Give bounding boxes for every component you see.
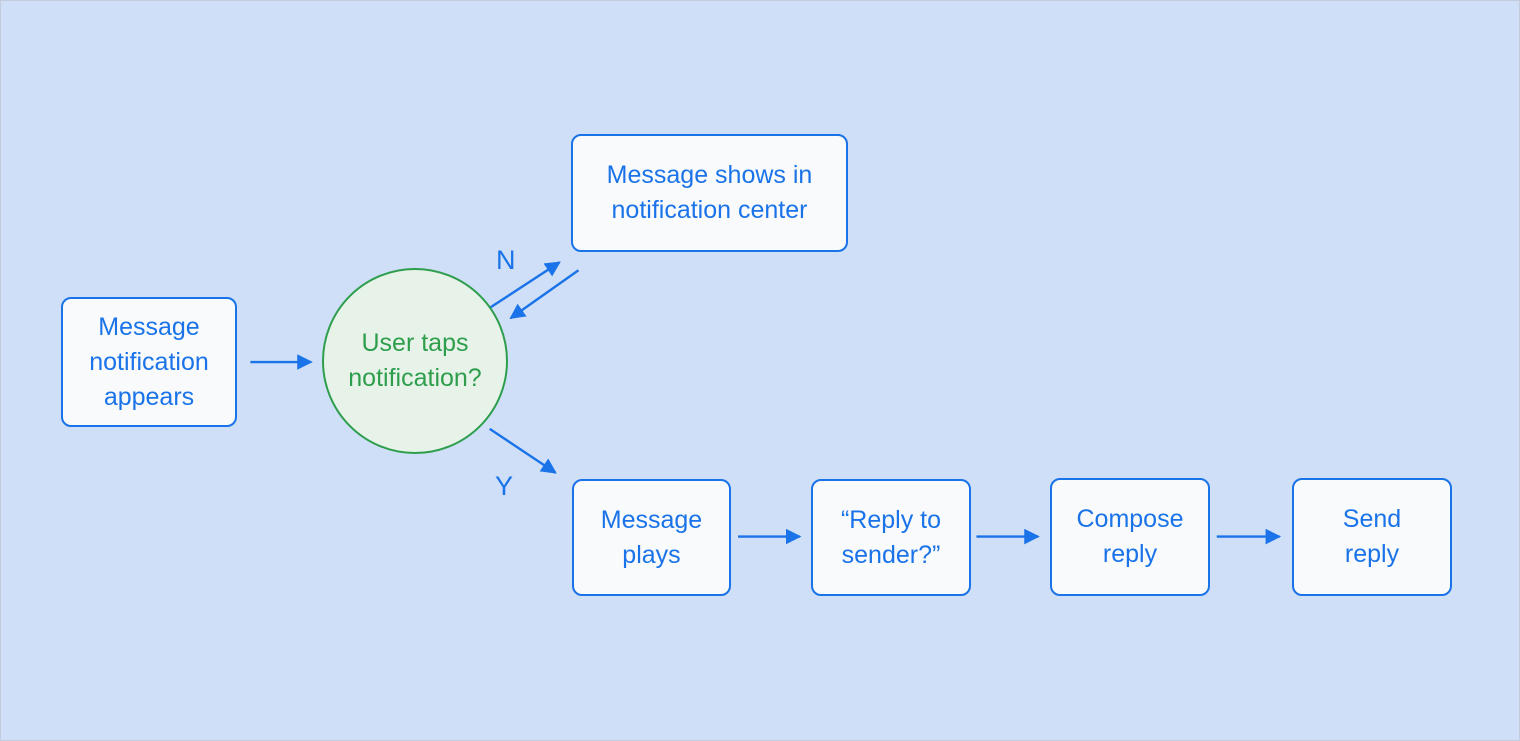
- node-message-plays: Message plays: [572, 479, 731, 596]
- arrow-decision-to-notification-center: [487, 261, 561, 311]
- node-message-shows-in-notification-center: Message shows in notification center: [571, 134, 848, 252]
- node-user-taps-notification-decision: User taps notification?: [322, 268, 508, 454]
- node-message-notification-appears: Message notification appears: [61, 297, 237, 427]
- arrow-decision-to-message-plays: [489, 427, 557, 474]
- branch-label-no: N: [496, 245, 516, 275]
- arrow-notification-center-to-decision: [509, 269, 580, 320]
- node-send-reply: Send reply: [1292, 478, 1452, 596]
- node-compose-reply: Compose reply: [1050, 478, 1210, 596]
- branch-label-yes: Y: [495, 471, 514, 501]
- node-reply-to-sender: “Reply to sender?”: [811, 479, 971, 596]
